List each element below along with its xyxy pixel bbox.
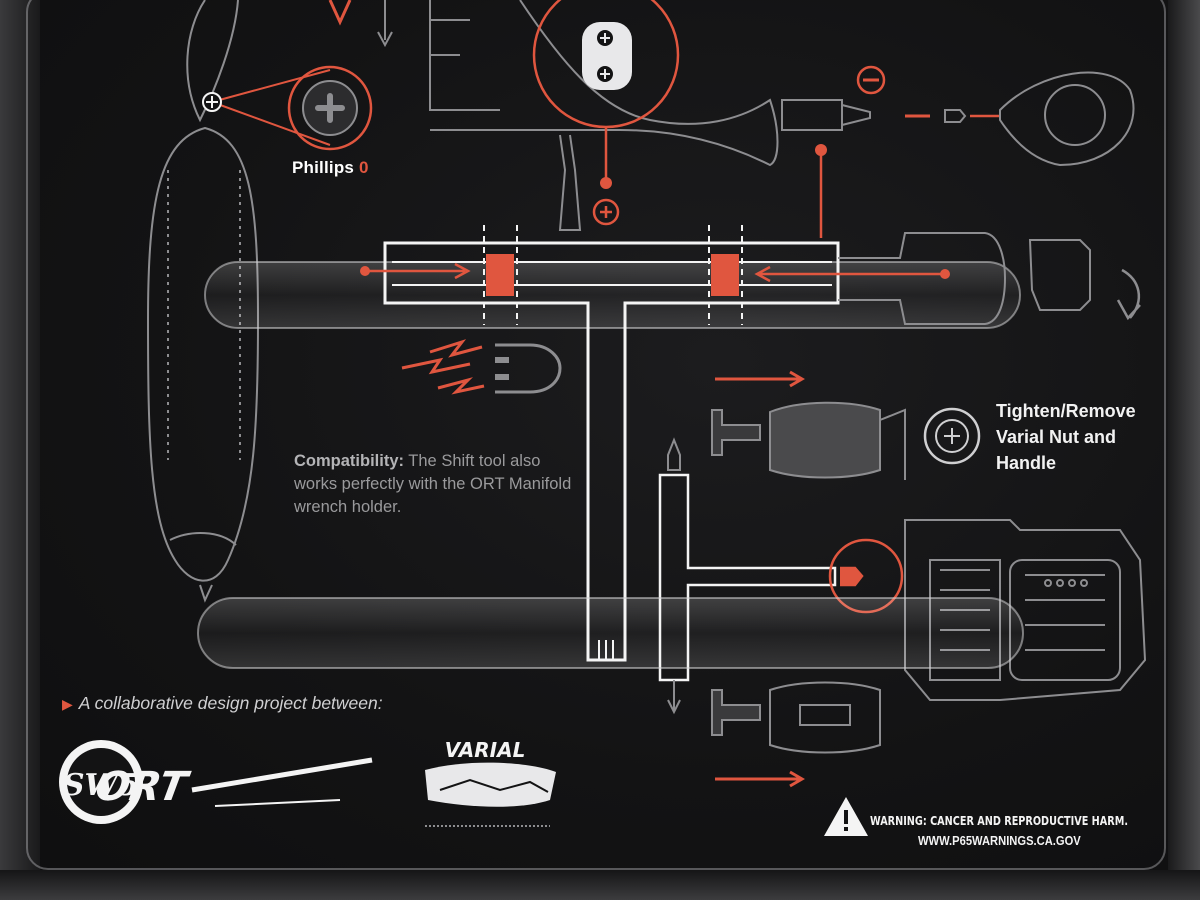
frame-bottom <box>0 870 1200 900</box>
logo-middle: ORT <box>92 757 373 810</box>
red-triangle-icon: ▶ <box>62 696 73 712</box>
handle-cap <box>838 232 1141 325</box>
warning-triangle-icon <box>824 797 868 836</box>
clamshell-edge <box>26 0 1166 870</box>
logo-right: VARIAL <box>425 738 556 827</box>
top-details <box>328 0 500 111</box>
compat-body: The Shift tool also works perfectly with… <box>294 452 572 516</box>
reel-handle-illustration <box>711 401 981 480</box>
phillips-text: Phillips <box>292 158 355 177</box>
tighten-line-3: Handle <box>996 453 1057 473</box>
frame-left <box>0 0 40 900</box>
phillips-size: 0 <box>359 158 369 177</box>
warning-text: WARNING: CANCER AND REPRODUCTIVE HARM. <box>870 813 1129 828</box>
compatibility-note: Compatibility: The Shift tool also works… <box>294 450 574 519</box>
flathead-bit-diagram <box>781 65 1135 238</box>
logo-left: SW5 <box>59 740 143 824</box>
warning-url: WWW.P65WARNINGS.CA.GOV <box>918 833 1081 848</box>
compat-heading: Compatibility: <box>294 452 404 470</box>
magnet-icon <box>401 339 562 395</box>
svg-text:SW5: SW5 <box>63 768 139 803</box>
magnet-bands <box>360 225 950 325</box>
phillips-bit-diagram <box>202 65 373 151</box>
tighten-remove-label: Tighten/Remove Varial Nut and Handle <box>996 398 1176 476</box>
direction-arrows <box>715 370 805 788</box>
collab-text: A collaborative design project between: <box>78 693 383 713</box>
svg-text:ORT: ORT <box>92 763 194 810</box>
lower-handle-illustration <box>711 681 881 754</box>
fish-head-illustration <box>430 0 779 231</box>
svg-text:VARIAL: VARIAL <box>445 738 526 762</box>
lower-blister <box>197 597 1024 669</box>
phillips-label: Phillips 0 <box>292 158 369 178</box>
collab-line: ▶ A collaborative design project between: <box>62 693 383 714</box>
tighten-line-1: Tighten/Remove <box>996 401 1136 421</box>
tighten-line-2: Varial Nut and <box>996 427 1117 447</box>
frame-right <box>1168 0 1200 900</box>
upper-blister <box>204 261 1021 329</box>
small-t-tool <box>658 437 904 715</box>
